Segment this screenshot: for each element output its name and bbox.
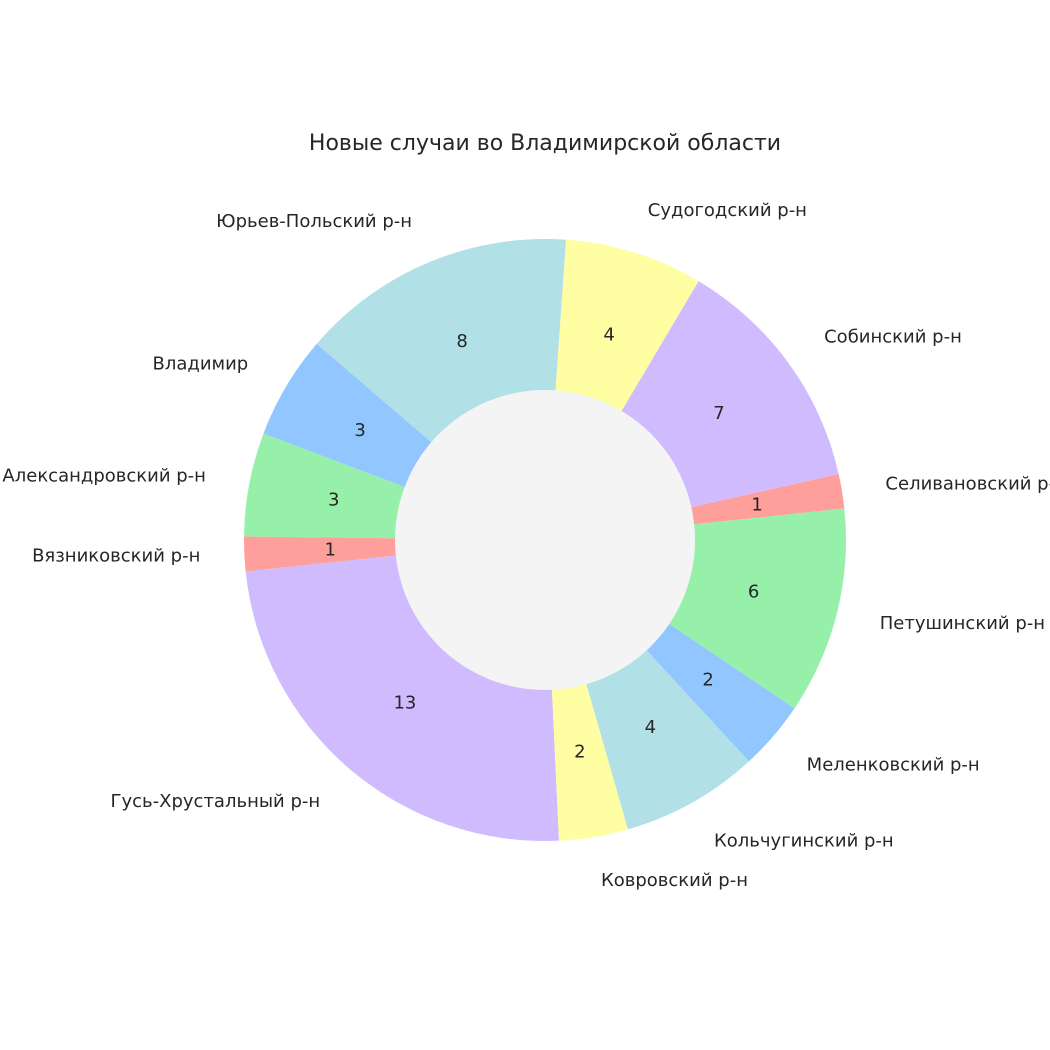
slice-category-label: Меленковский р-н bbox=[807, 754, 980, 775]
slice-value-label: 4 bbox=[603, 324, 614, 345]
slice-value-label: 8 bbox=[456, 331, 467, 352]
slice-category-label: Кольчугинский р-н bbox=[714, 830, 894, 851]
slice-value-label: 6 bbox=[748, 582, 759, 603]
slice-category-label: Владимир bbox=[153, 354, 249, 375]
slice-value-label: 7 bbox=[713, 403, 724, 424]
slice-value-label: 1 bbox=[325, 540, 336, 561]
slice-value-label: 1 bbox=[751, 495, 762, 516]
slice-category-label: Собинский р-н bbox=[824, 327, 962, 348]
donut-center-hole bbox=[395, 390, 695, 690]
slice-category-label: Селивановский р-н bbox=[885, 474, 1050, 495]
slice-value-label: 3 bbox=[354, 420, 365, 441]
slice-category-label: Судогодский р-н bbox=[648, 200, 807, 221]
slice-category-label: Ковровский р-н bbox=[601, 870, 748, 891]
slice-value-label: 2 bbox=[702, 670, 713, 691]
slice-value-label: 2 bbox=[574, 742, 585, 763]
slice-value-label: 13 bbox=[393, 693, 416, 714]
slice-category-label: Юрьев-Польский р-н bbox=[216, 211, 412, 232]
slice-category-label: Петушинский р-н bbox=[880, 613, 1045, 634]
slice-category-label: Вязниковский р-н bbox=[32, 546, 200, 567]
slice-category-label: Гусь-Хрустальный р-н bbox=[111, 791, 321, 812]
value-labels-group: 1 7 4 8 3 3 1 13 2 4 2 6 bbox=[325, 324, 763, 762]
category-labels-group: Селивановский р-н Собинский р-н Судогодски… bbox=[2, 200, 1050, 891]
chart-title: Новые случаи во Владимирской области bbox=[309, 131, 781, 156]
slice-value-label: 3 bbox=[328, 490, 339, 511]
slice-category-label: Александровский р-н bbox=[2, 466, 206, 487]
slice-value-label: 4 bbox=[645, 717, 656, 738]
